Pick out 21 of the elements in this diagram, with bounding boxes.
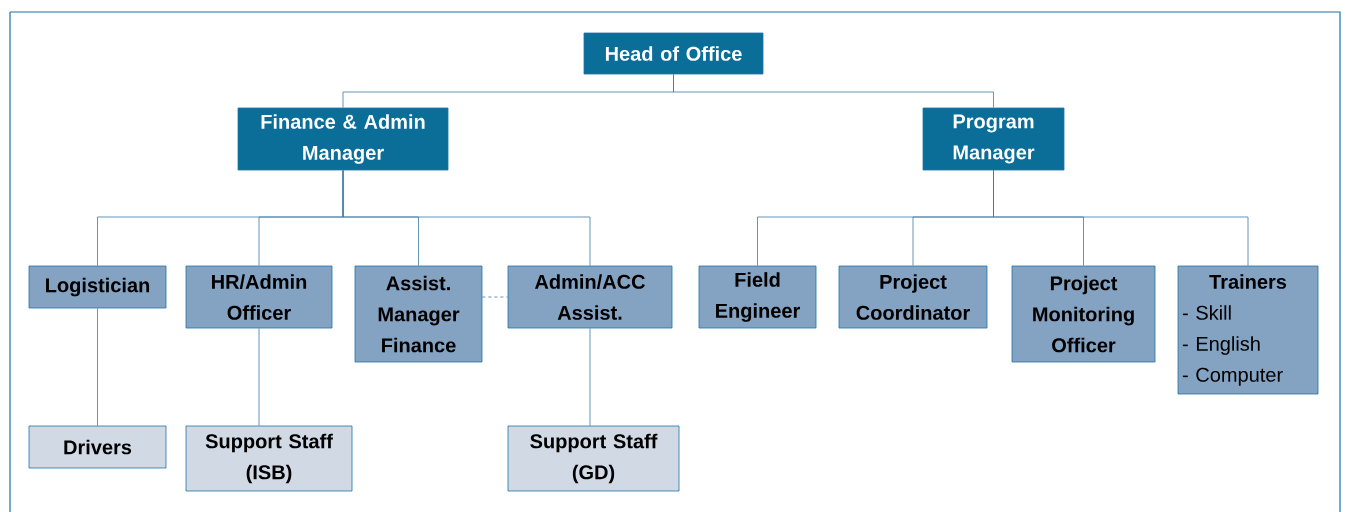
staff-box: Project Coordinator: [838, 265, 988, 329]
connector-line: [673, 74, 994, 108]
manager-box: Program Manager: [922, 107, 1065, 171]
staff-box: Field Engineer: [698, 265, 817, 329]
staff-box: Trainers - Skill - English - Computer: [1177, 265, 1319, 395]
connector-line: [342, 170, 591, 266]
manager-box: Head of Office: [583, 32, 764, 75]
staff-box: HR/Admin Officer: [185, 265, 333, 329]
manager-box: Finance & Admin Manager: [237, 107, 449, 171]
staff-box: Logistician: [28, 265, 167, 309]
staff-box: Assist. Manager Finance: [354, 265, 483, 363]
staff-box: Drivers: [28, 425, 167, 469]
connector-line: [97, 308, 98, 426]
staff-box: Admin/ACC Assist.: [507, 265, 673, 329]
connector-line: [258, 328, 260, 426]
staff-box: Support Staff (ISB): [185, 425, 353, 492]
staff-box: Project Monitoring Officer: [1011, 265, 1156, 363]
connector-line: [589, 328, 591, 426]
connector-line: [482, 296, 508, 298]
staff-box: Support Staff (GD): [507, 425, 680, 492]
connector-line: [993, 170, 1249, 266]
